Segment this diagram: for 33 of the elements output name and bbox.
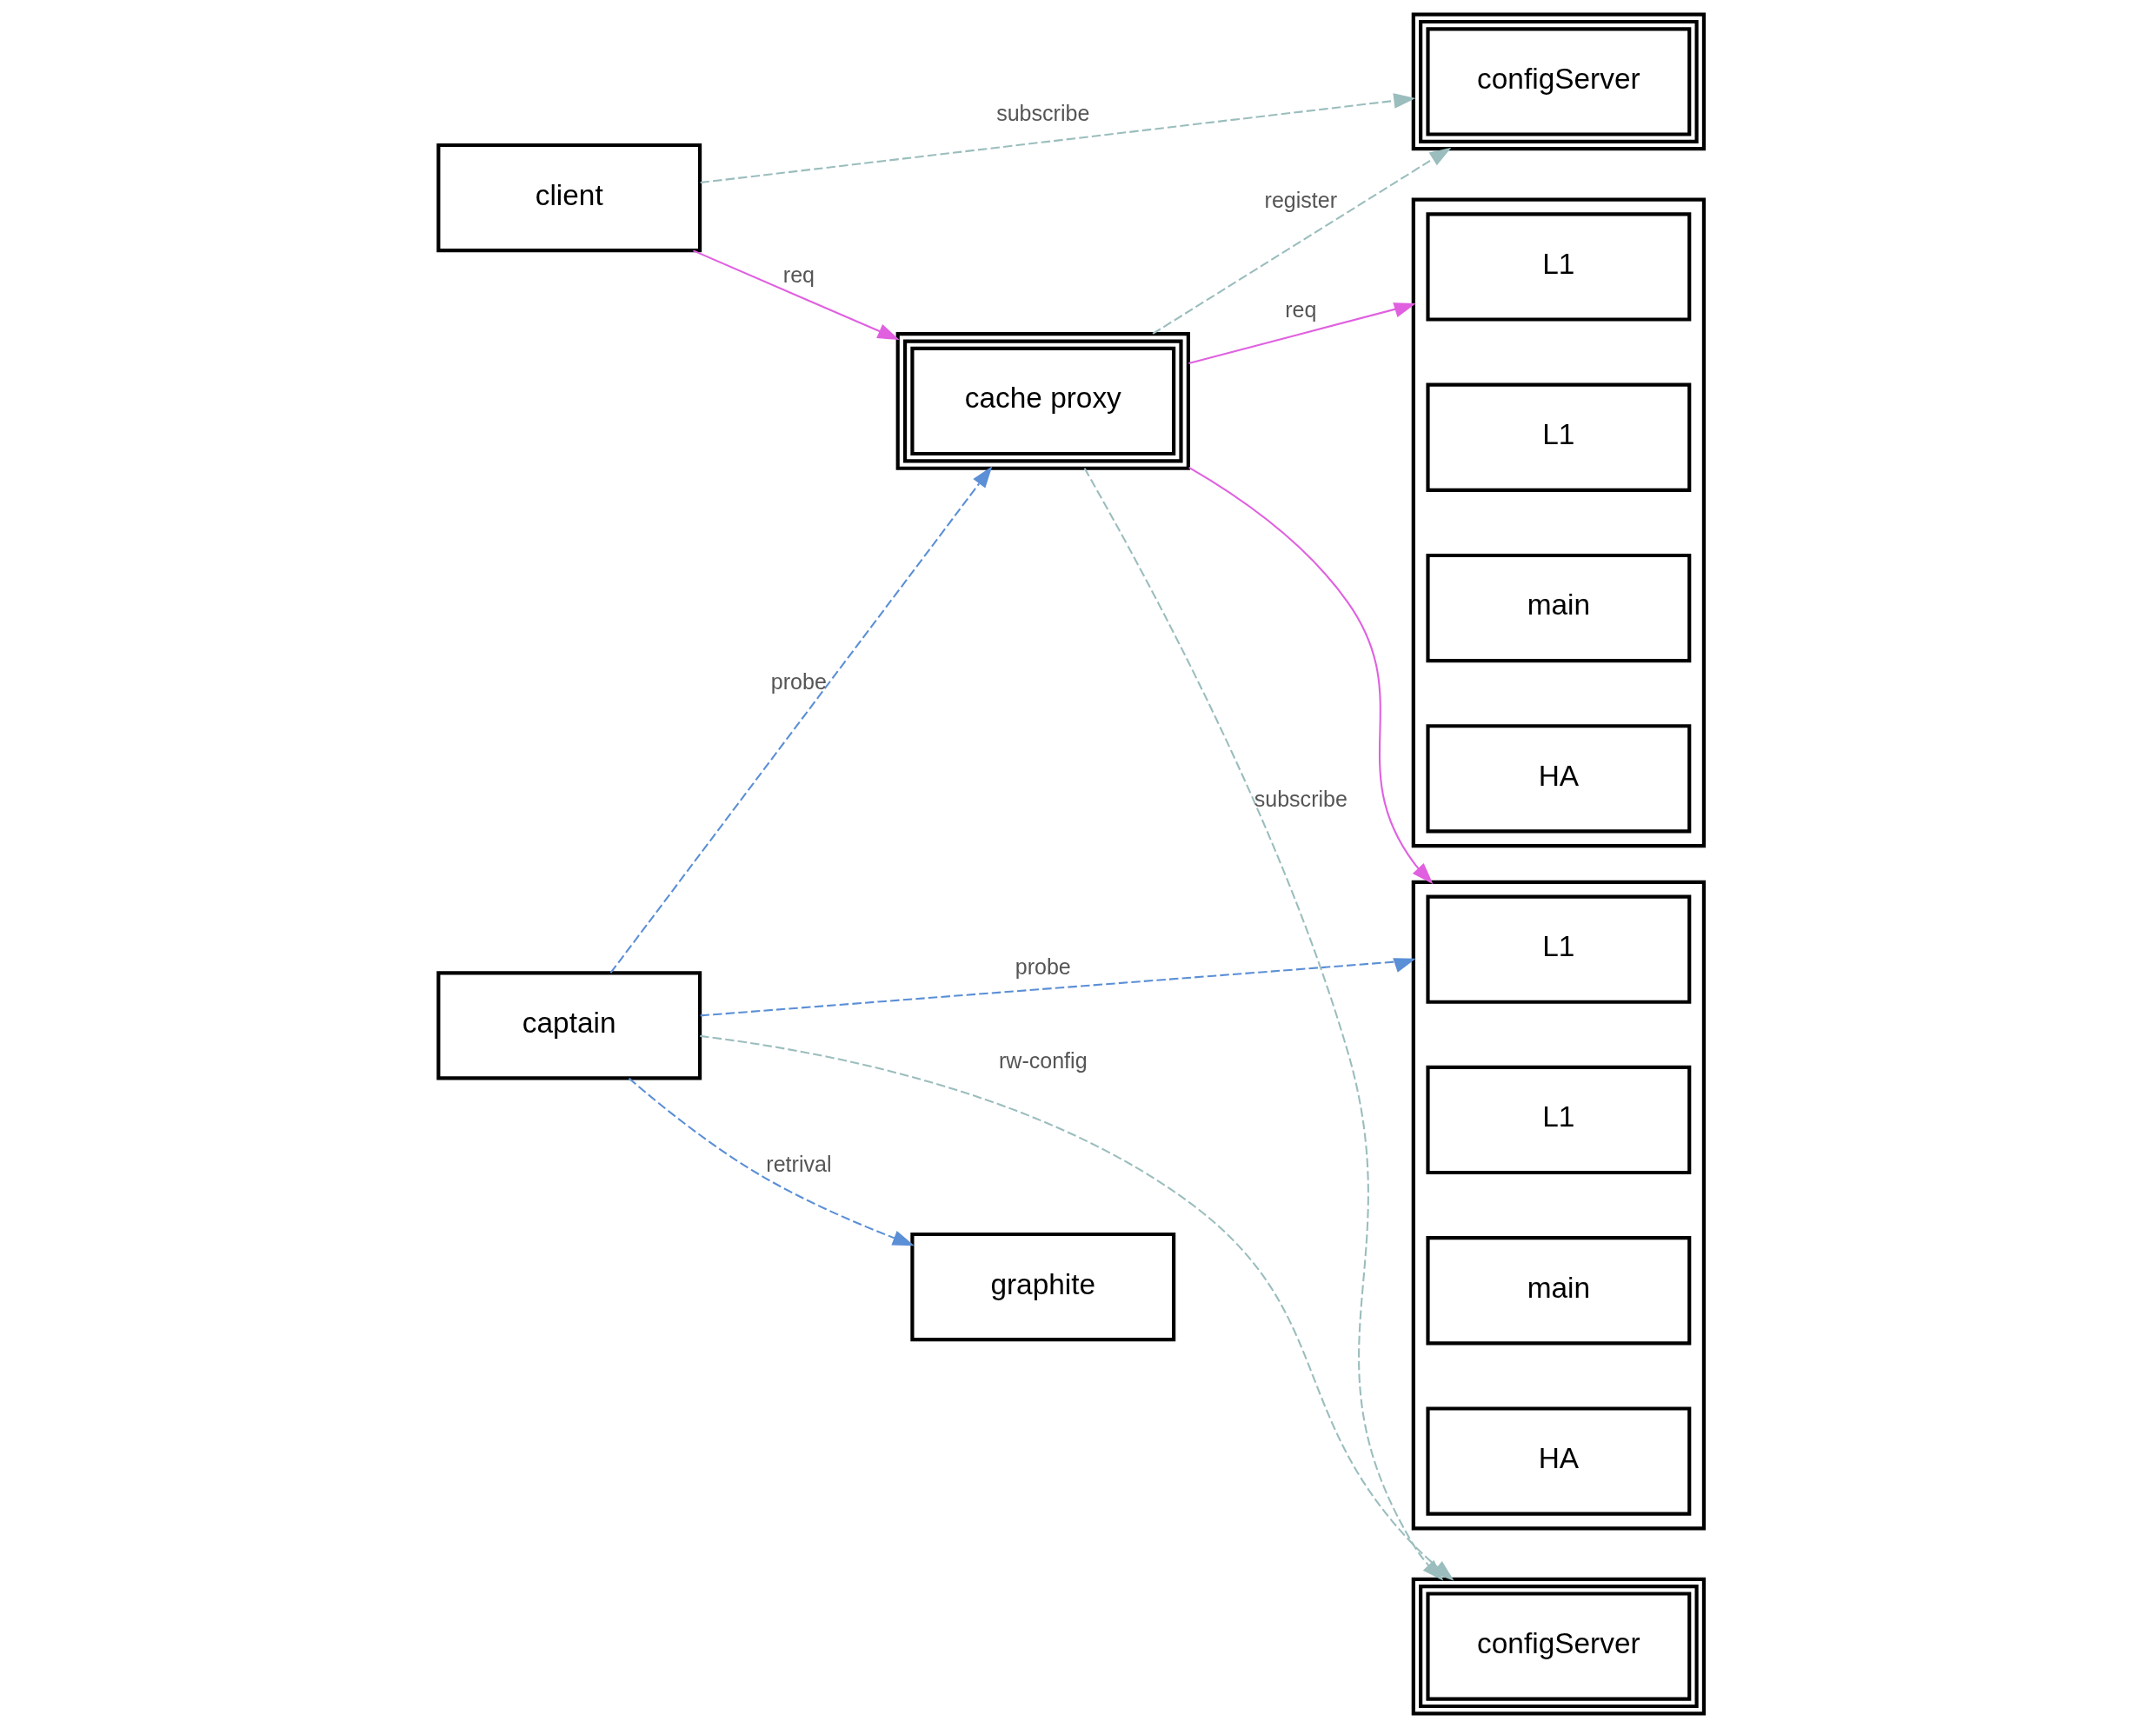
node-box: main (1425, 553, 1691, 663)
arrow (609, 466, 992, 974)
node-box: captain (436, 971, 702, 1080)
node-box: L1 (1425, 382, 1691, 492)
edge-label: probe (1015, 954, 1071, 979)
arrow (1188, 302, 1416, 365)
node-box: L1 (1425, 894, 1691, 1004)
edge-label: req (782, 262, 815, 287)
arrow (700, 93, 1415, 184)
edge-label: subscribe (1254, 787, 1348, 812)
node-box: configServer (1411, 12, 1706, 151)
edge-label: subscribe (995, 101, 1089, 126)
node-box: client (436, 143, 702, 253)
edge-label: req (1284, 296, 1316, 322)
node-box: cache proxy (895, 332, 1190, 470)
cluster (1411, 880, 1706, 1531)
edge-label: register (1264, 188, 1337, 213)
arrow (692, 249, 900, 340)
arrow (700, 958, 1416, 1017)
node-box: main (1425, 1236, 1691, 1346)
edge-label: retrival (765, 1152, 831, 1177)
node-box: HA (1425, 1406, 1691, 1516)
arrow (1152, 147, 1451, 335)
cluster (1411, 197, 1706, 848)
arrow (1188, 467, 1433, 885)
arrow (628, 1077, 915, 1246)
edge-label: probe (770, 668, 827, 694)
node-box: configServer (1411, 1577, 1706, 1716)
node-box: graphite (909, 1232, 1175, 1342)
edge-label: rw-config (998, 1048, 1088, 1073)
node-box: L1 (1425, 212, 1691, 322)
node-box: HA (1425, 724, 1691, 834)
node-box: L1 (1425, 1065, 1691, 1175)
